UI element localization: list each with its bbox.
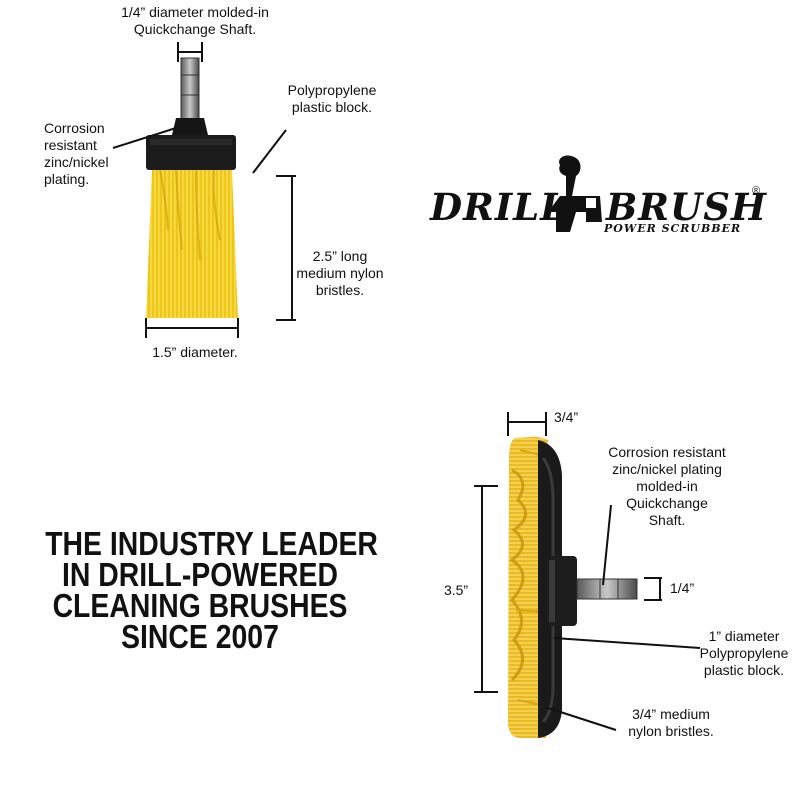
plating-label: Corrosion resistant zinc/nickel plating. (44, 120, 109, 187)
bottom-width-dimension (507, 412, 547, 436)
bottom-width-label: 3/4” (554, 409, 579, 425)
drill-figure-logo (548, 155, 602, 232)
top-shaft-dimension (177, 42, 203, 62)
registered-mark: ® (752, 185, 761, 197)
bottom-shaft (576, 578, 638, 600)
top-shaft (180, 57, 200, 121)
headline: THE INDUSTRY LEADER IN DRILL-POWERED CLE… (45, 525, 378, 655)
bottom-block-label: 1” diameter Polypropylene plastic block. (699, 628, 789, 678)
bottom-block-leader (553, 637, 701, 649)
logo-word-brush: BRUSH (606, 185, 767, 229)
bottom-plating-label: Corrosion resistant zinc/nickel plating … (608, 444, 726, 528)
bottom-plating-leader (602, 504, 612, 586)
bristle-length-label: 2.5” long medium nylon bristles. (296, 248, 384, 298)
top-bristles (146, 170, 238, 318)
bottom-shaft-label: 1/4” (670, 580, 695, 596)
bottom-height-label: 3.5” (443, 582, 469, 598)
block-leader (252, 129, 287, 174)
diameter-label: 1.5” diameter. (152, 344, 238, 360)
bottom-bristle-leader (544, 706, 617, 731)
bottom-height-dimension (474, 485, 498, 693)
shaft-diameter-label: 1/4” diameter molded-in Quickchange Shaf… (121, 4, 269, 37)
top-diameter-dimension (145, 318, 239, 338)
top-bristle-dimension (276, 175, 296, 321)
plating-leader (112, 127, 177, 149)
bottom-brush (508, 436, 638, 738)
top-brush (146, 57, 238, 318)
bottom-shaft-dimension (644, 577, 662, 601)
plastic-block-label: Polypropylene plastic block. (287, 82, 377, 115)
logo-tagline: POWER SCRUBBER (604, 222, 742, 235)
logo-word-drill: DRILL (430, 185, 568, 229)
bottom-bristle-label: 3/4” medium nylon bristles. (628, 706, 714, 739)
